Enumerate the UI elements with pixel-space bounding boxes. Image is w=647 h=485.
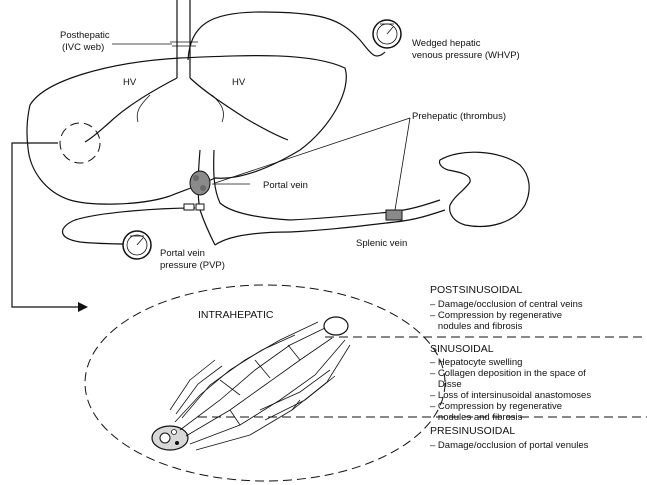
posthepatic-label-line2: (IVC web) bbox=[62, 42, 104, 53]
section-item-line: Disse bbox=[430, 379, 462, 390]
section-item-line: – Damage/occlusion of central veins bbox=[430, 299, 583, 310]
portal-vein bbox=[198, 150, 290, 245]
whvp-label-line1: Wedged hepatic bbox=[412, 38, 481, 49]
catheter-connector-icon bbox=[184, 204, 204, 210]
whvp-label-line2: venous pressure (WHVP) bbox=[412, 50, 520, 61]
section-title: PRESINUSOIDAL bbox=[430, 425, 515, 437]
section-item-line: – Compression by regenerative bbox=[430, 310, 562, 321]
posthepatic-label-line1: Posthepatic bbox=[60, 30, 110, 41]
pvp-gauge-icon bbox=[123, 231, 151, 259]
hv-left-label: HV bbox=[123, 77, 137, 88]
hepatic-lobule-illustration bbox=[152, 317, 350, 450]
section-title: SINUSOIDAL bbox=[430, 343, 494, 355]
hepatic-veins bbox=[85, 78, 288, 142]
section-item-line: nodules and fibrosis bbox=[430, 412, 523, 423]
zoom-arrow bbox=[12, 143, 80, 307]
section-item-line: – Loss of intersinusoidal anastomoses bbox=[430, 390, 591, 401]
spleen-outline bbox=[439, 152, 529, 226]
inferior-vena-cava bbox=[170, 0, 198, 78]
splenic-thrombus-icon bbox=[386, 210, 402, 220]
prehepatic-label: Prehepatic (thrombus) bbox=[412, 111, 506, 122]
whvp-catheter bbox=[188, 12, 385, 60]
section-item-line: – Compression by regenerative bbox=[430, 401, 562, 412]
splenic-vein bbox=[290, 200, 445, 232]
section-sinusoidal: SINUSOIDAL – Hepatocyte swelling – Colla… bbox=[430, 343, 591, 423]
section-item-line: – Damage/occlusion of portal venules bbox=[430, 440, 589, 451]
portal-vein-label: Portal vein bbox=[263, 180, 308, 191]
splenic-vein-label: Splenic vein bbox=[356, 238, 407, 249]
zoom-arrow-head bbox=[78, 302, 88, 312]
section-item-line: – Collagen deposition in the space of bbox=[430, 368, 586, 379]
section-title: POSTSINUSOIDAL bbox=[430, 284, 522, 296]
section-presinusoidal: PRESINUSOIDAL – Damage/occlusion of port… bbox=[430, 425, 589, 451]
section-item-line: – Hepatocyte swelling bbox=[430, 357, 522, 368]
section-item-line: nodules and fibrosis bbox=[430, 321, 523, 332]
liver-lobule-marker bbox=[60, 123, 100, 163]
whvp-gauge-icon bbox=[373, 20, 401, 48]
thrombus-icon bbox=[190, 171, 210, 195]
prehepatic-pointers bbox=[215, 118, 410, 210]
pvp-label-line2: pressure (PVP) bbox=[160, 260, 225, 271]
section-postsinusoidal: POSTSINUSOIDAL – Damage/occlusion of cen… bbox=[430, 284, 583, 332]
hv-right-label: HV bbox=[232, 77, 246, 88]
intrahepatic-label: INTRAHEPATIC bbox=[198, 309, 274, 321]
pvp-label-line1: Portal vein bbox=[160, 248, 205, 259]
